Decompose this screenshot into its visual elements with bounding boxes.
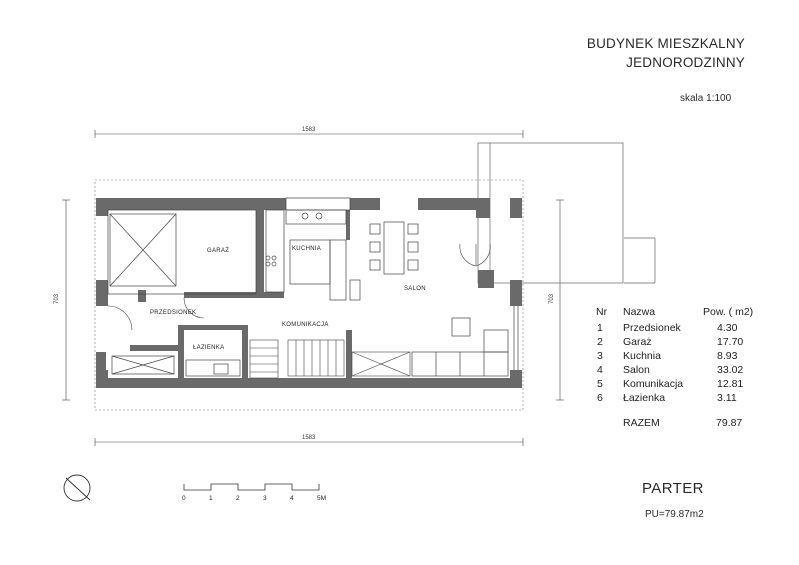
room-area-table: Nr Nazwa Pow. ( m2) 1 Przedsionek 4.30 2…	[596, 306, 753, 429]
table-row-nr: 2	[597, 336, 603, 348]
table-total-label: RAZEM	[623, 417, 660, 429]
table-row-name: Komunikacja	[623, 378, 683, 390]
drawing-title: BUDYNEK MIESZKALNY JEDNORODZINNY	[587, 34, 745, 72]
roof-outline	[94, 179, 524, 411]
terrace	[477, 142, 656, 284]
scale-tick-5: 5M	[317, 495, 326, 502]
scale-tick-1: 1	[209, 495, 213, 502]
scale-label: skala 1:100	[680, 93, 732, 104]
room-label-salon: SALON	[404, 286, 426, 292]
table-row-nr: 1	[597, 322, 603, 334]
table-row-area: 12.81	[717, 378, 743, 390]
table-row-name: Przedsionek	[623, 322, 682, 334]
dim-bottom: 1583	[302, 435, 316, 441]
kitchen-fixtures	[265, 197, 361, 301]
entry-door	[459, 243, 491, 267]
table-header-area: Pow. ( m2)	[703, 306, 753, 318]
living-furniture	[411, 306, 519, 377]
room-label-kuchnia: KUCHNIA	[292, 246, 321, 252]
table-row-area: 4.30	[717, 322, 738, 334]
table-row-nr: 4	[597, 364, 603, 376]
table-row-nr: 6	[597, 392, 603, 404]
scale-tick-4: 4	[290, 495, 294, 502]
vestibule-door	[107, 297, 205, 331]
table-total-value: 79.87	[716, 417, 742, 429]
room-label-garaz: GARAŻ	[207, 247, 229, 254]
room-label-przedsionek: PRZEDSIONEK	[150, 310, 196, 316]
dining-set	[369, 221, 419, 275]
table-row-area: 3.11	[717, 392, 737, 404]
north-arrow-icon	[63, 474, 91, 502]
dimension-lines	[62, 130, 564, 446]
staircase	[249, 339, 411, 379]
table-row-nr: 3	[597, 350, 603, 362]
table-header-nr: Nr	[596, 306, 608, 318]
room-label-komunikacja: KOMUNIKACJA	[282, 322, 329, 328]
table-row-area: 33.02	[717, 364, 743, 376]
dim-left: 703	[54, 293, 60, 304]
table-row-nr: 5	[597, 378, 603, 390]
table-row-name: Garaż	[623, 336, 652, 348]
walls	[96, 198, 522, 388]
table-row-area: 17.70	[717, 336, 743, 348]
title-line-2: JEDNORODZINNY	[626, 55, 745, 70]
dim-right: 703	[549, 293, 555, 304]
table-row-name: Salon	[623, 364, 650, 376]
room-label-lazienka: ŁAZIENKA	[193, 345, 224, 351]
table-header-name: Nazwa	[623, 306, 655, 318]
scale-tick-3: 3	[263, 495, 267, 502]
dim-top: 1583	[302, 127, 316, 133]
floor-label: PARTER	[642, 480, 704, 497]
scale-bar	[183, 483, 320, 491]
usable-area-label: PU=79.87m2	[645, 509, 704, 520]
scale-tick-0: 0	[182, 495, 186, 502]
title-line-1: BUDYNEK MIESZKALNY	[586, 36, 745, 51]
table-row-name: Łazienka	[623, 392, 665, 404]
table-row-name: Kuchnia	[623, 350, 661, 362]
scale-tick-2: 2	[236, 495, 240, 502]
table-row-area: 8.93	[717, 350, 738, 362]
bathroom-fixtures	[111, 355, 241, 377]
garage-interior	[107, 209, 257, 295]
